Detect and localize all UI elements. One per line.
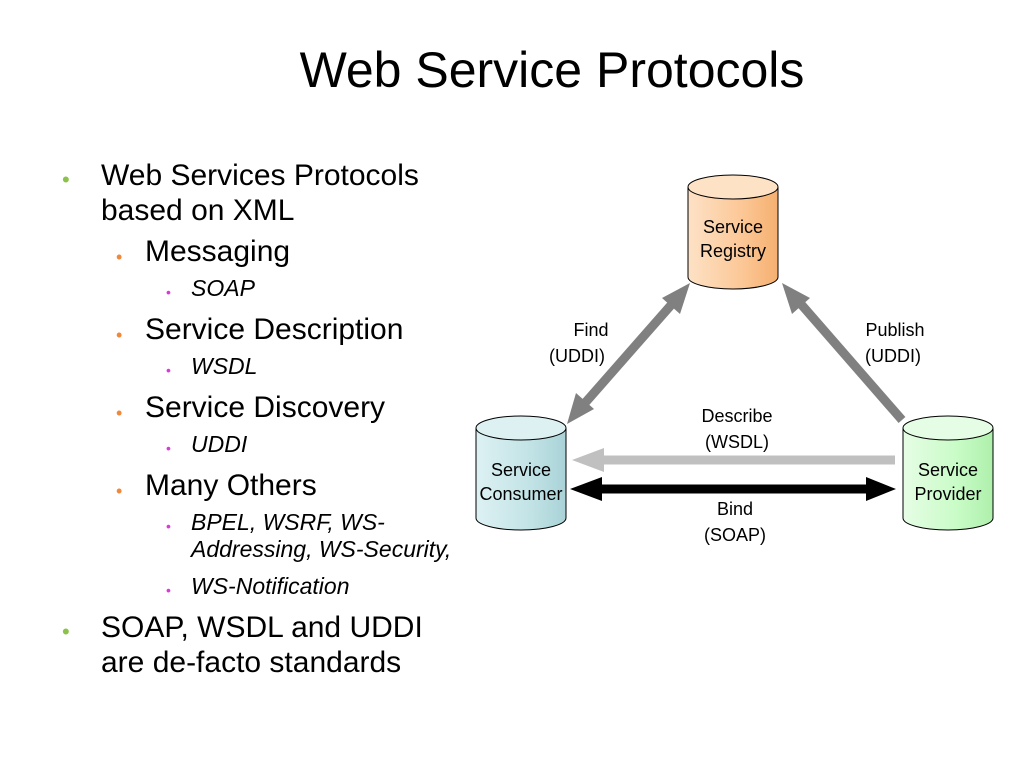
bullet-text: based on XML	[101, 194, 295, 227]
provider-label-2: Provider	[914, 484, 981, 504]
service-consumer-cylinder: Service Consumer	[475, 415, 567, 531]
registry-label-1: Service	[703, 217, 763, 237]
bullet-text: Addressing, WS-Security,	[191, 536, 452, 562]
find-label-2: (UDDI)	[549, 346, 605, 366]
bullet-text: are de-facto standards	[101, 646, 402, 679]
bullet-text: Web Services Protocols	[101, 159, 419, 192]
bullet-text: SOAP, WSDL and UDDI	[101, 611, 423, 644]
describe-label-2: (WSDL)	[705, 432, 769, 452]
bullet-dot-icon: •	[166, 362, 171, 378]
bullet-dot-icon: •	[62, 619, 70, 644]
bullet-text: WS-Notification	[191, 573, 350, 599]
consumer-label-1: Service	[491, 460, 551, 480]
bullet-level3: • UDDI	[58, 431, 528, 458]
bullet-level3: • WS-Notification	[58, 573, 528, 600]
bullet-level1: • SOAP, WSDL and UDDI are de-facto stand…	[58, 610, 528, 680]
bullet-level3: • WSDL	[58, 353, 528, 380]
bullet-list: • Web Services Protocols based on XML • …	[58, 158, 528, 686]
consumer-label-2: Consumer	[479, 484, 562, 504]
bullet-dot-icon: •	[166, 518, 171, 534]
describe-label-1: Describe	[701, 406, 772, 426]
bullet-dot-icon: •	[62, 167, 70, 192]
bullet-text: Messaging	[145, 235, 291, 268]
bullet-level3: • SOAP	[58, 275, 528, 302]
find-label-1: Find	[573, 320, 608, 340]
bullet-text: WSDL	[191, 353, 258, 379]
find-arrow	[567, 283, 690, 424]
bullet-text: Service Description	[145, 313, 404, 346]
bullet-level3: • BPEL, WSRF, WS- Addressing, WS-Securit…	[58, 509, 528, 563]
bullet-text: Service Discovery	[145, 391, 386, 424]
service-registry-cylinder: Service Registry	[687, 174, 779, 290]
bullet-level2: • Many Others	[58, 468, 528, 503]
bullet-dot-icon: •	[116, 481, 123, 501]
bullet-text: UDDI	[191, 431, 248, 457]
bullet-dot-icon: •	[166, 582, 171, 598]
bullet-dot-icon: •	[116, 403, 123, 423]
provider-label-1: Service	[918, 460, 978, 480]
bullet-text: BPEL, WSRF, WS-	[191, 509, 385, 535]
bullet-dot-icon: •	[166, 440, 171, 456]
bind-arrow	[570, 477, 896, 501]
bind-label-1: Bind	[717, 499, 753, 519]
bind-label-2: (SOAP)	[704, 525, 766, 545]
bullet-level2: • Service Description	[58, 312, 528, 347]
publish-arrow	[782, 283, 906, 423]
bullet-dot-icon: •	[116, 247, 123, 267]
bullet-dot-icon: •	[116, 325, 123, 345]
slide-title: Web Service Protocols	[299, 42, 805, 98]
registry-label-2: Registry	[700, 241, 766, 261]
bullet-level1: • Web Services Protocols based on XML	[58, 158, 528, 228]
service-provider-cylinder: Service Provider	[902, 415, 994, 531]
publish-label-2: (UDDI)	[865, 346, 921, 366]
bullet-dot-icon: •	[166, 284, 171, 300]
describe-arrow	[572, 448, 895, 472]
bullet-level2: • Messaging	[58, 234, 528, 269]
bullet-level2: • Service Discovery	[58, 390, 528, 425]
bullet-text: Many Others	[145, 469, 317, 502]
publish-label-1: Publish	[865, 320, 924, 340]
bullet-text: SOAP	[191, 275, 255, 301]
